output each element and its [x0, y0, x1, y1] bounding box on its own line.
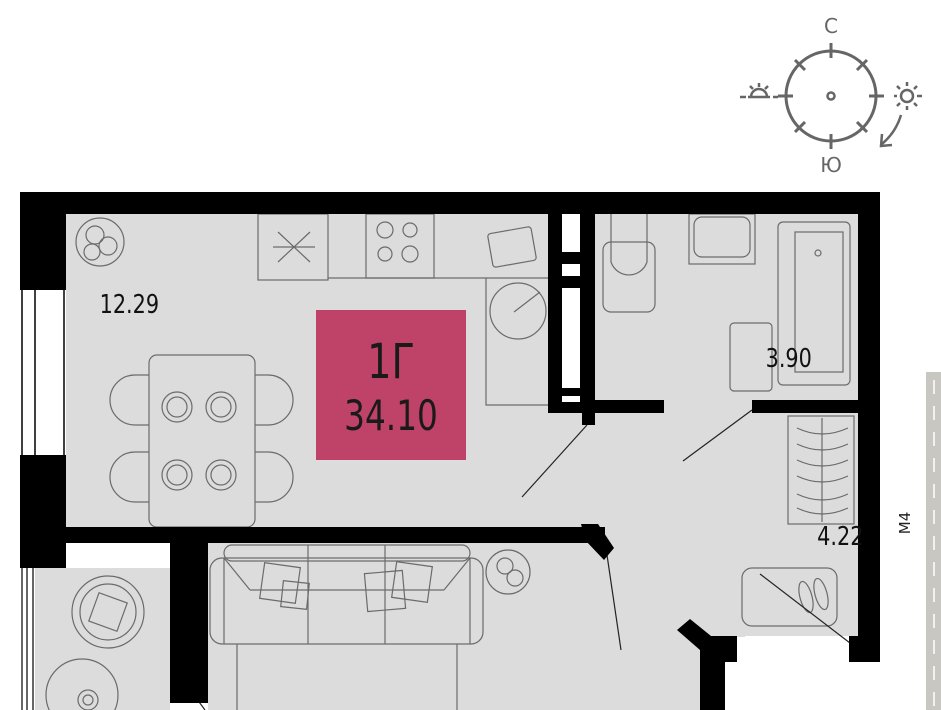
- dining-table: [109, 354, 294, 528]
- living-furniture: [45, 544, 531, 710]
- apartment-type: 1Г: [367, 335, 415, 390]
- total-area: 34.10: [344, 391, 438, 440]
- compass-north: С: [824, 14, 838, 38]
- sunrise-icon: [740, 83, 778, 99]
- window: [20, 290, 66, 455]
- room-area-hallway: 4.22: [817, 521, 863, 552]
- floor: [35, 214, 858, 710]
- room-area-bathroom: 3.90: [766, 343, 812, 374]
- plant-icon: [485, 549, 531, 595]
- door-swings: [184, 409, 851, 710]
- ventilation-shaft: [562, 214, 580, 402]
- kitchen-furniture: [75, 213, 548, 528]
- arrow-icon: [879, 114, 903, 148]
- room-area-kitchen: 12.29: [100, 289, 160, 320]
- walls: [20, 192, 880, 710]
- window: [21, 568, 34, 710]
- compass-south: Ю: [820, 153, 842, 177]
- apartment-badge: 1Г 34.10: [316, 310, 466, 460]
- compass: [740, 43, 922, 149]
- street-label: M4: [896, 512, 914, 535]
- plant-icon: [75, 217, 125, 267]
- street: [926, 372, 941, 710]
- sun-icon: [894, 82, 922, 110]
